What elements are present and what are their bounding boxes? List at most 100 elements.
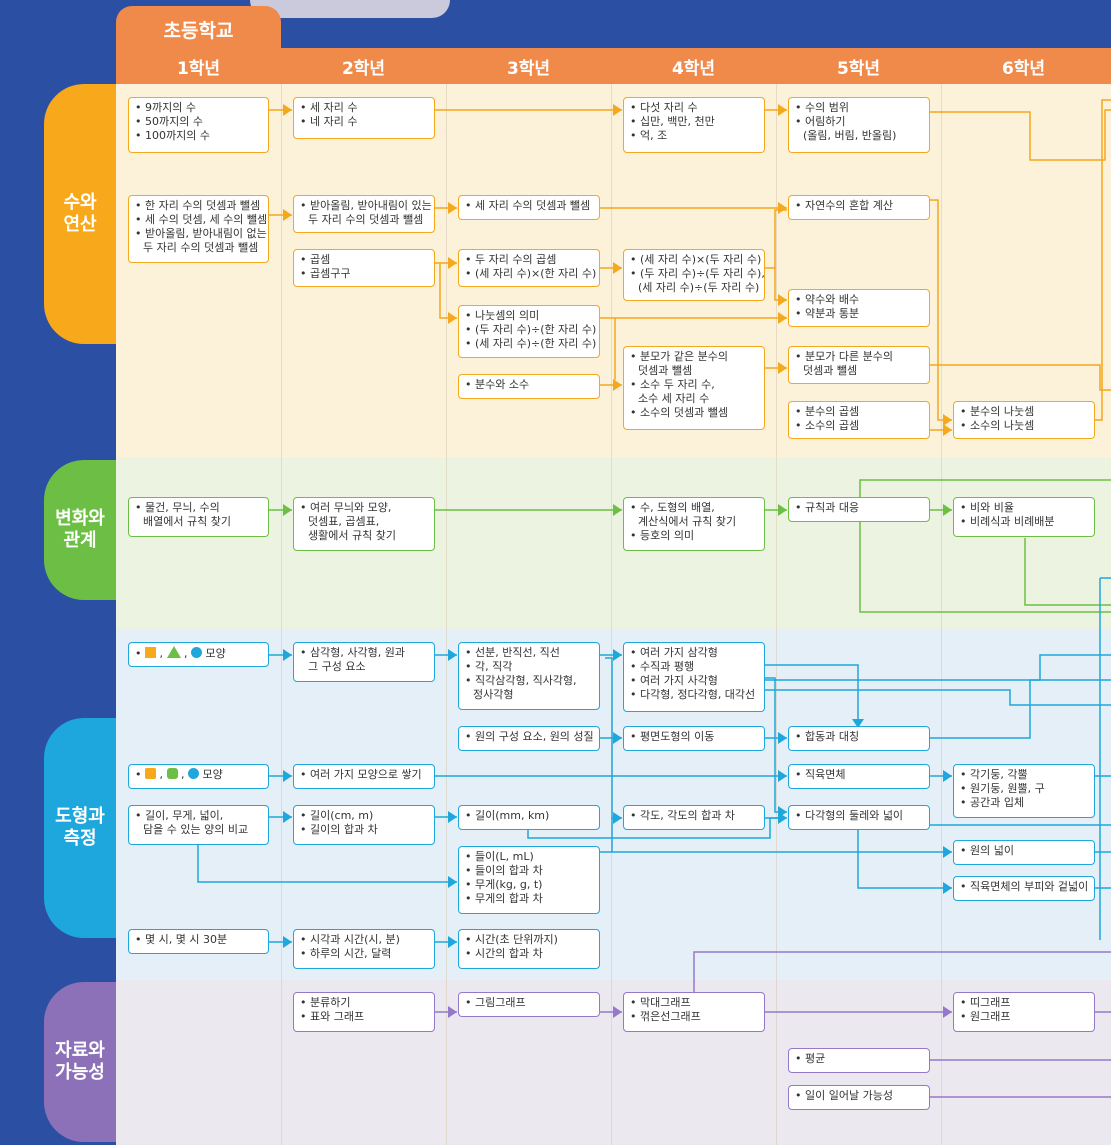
concept-item: • 분수의 나눗셈	[960, 405, 1035, 418]
concept-item: • 각기둥, 각뿔	[960, 768, 1028, 781]
concept-item: • 무게의 합과 차	[465, 892, 543, 905]
concept-item: • 막대그래프	[630, 996, 691, 1009]
concept-item: • 십만, 백만, 천만	[630, 115, 715, 128]
concept-box: • 길이, 무게, 넓이, 담을 수 있는 양의 비교	[128, 805, 269, 845]
concept-box: • 분모가 같은 분수의 덧셈과 뺄셈• 소수 두 자리 수, 소수 세 자리 …	[623, 346, 765, 430]
grade-divider	[446, 84, 447, 1145]
concept-item: • 규칙과 대응	[795, 501, 860, 514]
concept-box: • 선분, 반직선, 직선• 각, 직각• 직각삼각형, 직사각형, 정사각형	[458, 642, 600, 710]
concept-box: • 9까지의 수• 50까지의 수• 100까지의 수	[128, 97, 269, 153]
sphere-icon	[188, 768, 199, 781]
concept-box: • 곱셈• 곱셈구구	[293, 249, 435, 287]
concept-item: • 선분, 반직선, 직선	[465, 646, 560, 659]
concept-box: • 세 자리 수• 네 자리 수	[293, 97, 435, 139]
concept-item: • 원그래프	[960, 1010, 1011, 1023]
section-tab-data-probability: 자료와 가능성	[44, 982, 116, 1142]
concept-item: • 곱셈구구	[300, 267, 351, 280]
concept-item: • 여러 가지 사각형	[630, 674, 718, 687]
grade-divider	[776, 84, 777, 1145]
concept-item: • 원의 구성 요소, 원의 성질	[465, 730, 594, 743]
concept-item: • 들이(L, mL)	[465, 850, 534, 863]
concept-box: • 원의 구성 요소, 원의 성질	[458, 726, 600, 751]
grade-divider	[941, 84, 942, 1145]
concept-item: • 비와 비율	[960, 501, 1014, 514]
circle-icon	[191, 647, 202, 660]
concept-item: • 삼각형, 사각형, 원과 그 구성 요소	[300, 646, 405, 673]
concept-item: • 띠그래프	[960, 996, 1011, 1009]
concept-box: • 분수의 곱셈• 소수의 곱셈	[788, 401, 930, 439]
concept-item: • (세 자리 수)×(두 자리 수)	[630, 253, 762, 266]
concept-item: • 다각형, 정다각형, 대각선	[630, 688, 756, 701]
concept-box: • 직육면체의 부피와 겉넓이	[953, 876, 1095, 901]
concept-item: • 분모가 같은 분수의 덧셈과 뺄셈	[630, 350, 728, 377]
concept-item: • 받아올림, 받아내림이 있는 두 자리 수의 덧셈과 뺄셈	[300, 199, 432, 226]
concept-item: • 억, 조	[630, 129, 668, 142]
concept-item: • , , 모양	[135, 768, 223, 781]
school-level-tab: 초등학교	[116, 6, 281, 52]
concept-item: • 꺾은선그래프	[630, 1010, 701, 1023]
concept-box: • 길이(mm, km)	[458, 805, 600, 830]
grade-1-label: 1학년	[176, 58, 221, 79]
concept-item: • 각도, 각도의 합과 차	[630, 809, 735, 822]
concept-box: • 분모가 다른 분수의 덧셈과 뺄셈	[788, 346, 930, 384]
grade-6-label: 6학년	[1001, 58, 1046, 79]
concept-item: • 합동과 대칭	[795, 730, 860, 743]
concept-box: • 다섯 자리 수• 십만, 백만, 천만• 억, 조	[623, 97, 765, 153]
grade-3-label: 3학년	[506, 58, 551, 79]
concept-item: • 들이의 합과 차	[465, 864, 543, 877]
concept-item: • 9까지의 수	[135, 101, 196, 114]
concept-box: • 평면도형의 이동	[623, 726, 765, 751]
concept-box: • 막대그래프• 꺾은선그래프	[623, 992, 765, 1032]
concept-item: • 길이, 무게, 넓이, 담을 수 있는 양의 비교	[135, 809, 249, 836]
concept-item: • 곱셈	[300, 253, 331, 266]
concept-item: • 원의 넓이	[960, 844, 1014, 857]
concept-box: • , , 모양	[128, 642, 269, 667]
concept-box: • 여러 가지 삼각형• 수직과 평행• 여러 가지 사각형• 다각형, 정다각…	[623, 642, 765, 712]
concept-item: • (두 자리 수)÷(한 자리 수)	[465, 323, 597, 336]
concept-item: • 분수의 곱셈	[795, 405, 860, 418]
section-tab-change-relations: 변화와 관계	[44, 460, 116, 600]
section-tab-geometry-measurement: 도형과 측정	[44, 718, 116, 938]
concept-box: • 두 자리 수의 곱셈• (세 자리 수)×(한 자리 수)	[458, 249, 600, 287]
concept-box: • (세 자리 수)×(두 자리 수)• (두 자리 수)÷(두 자리 수), …	[623, 249, 765, 301]
concept-box: • 분수와 소수	[458, 374, 600, 399]
shape-icons: , ,	[145, 646, 202, 660]
concept-box: • 수, 도형의 배열, 계산식에서 규칙 찾기• 등호의 의미	[623, 497, 765, 551]
concept-item: • 수, 도형의 배열, 계산식에서 규칙 찾기	[630, 501, 737, 528]
concept-item: • 몇 시, 몇 시 30분	[135, 933, 228, 946]
concept-item: • 길이의 합과 차	[300, 823, 378, 836]
concept-item: • (두 자리 수)÷(두 자리 수), (세 자리 수)÷(두 자리 수)	[630, 267, 765, 294]
concept-item: • 시간(초 단위까지)	[465, 933, 558, 946]
grade-divider	[611, 84, 612, 1145]
concept-box: • 일이 일어날 가능성	[788, 1085, 930, 1110]
concept-item: • 여러 가지 모양으로 쌓기	[300, 768, 422, 781]
concept-box: • 평균	[788, 1048, 930, 1073]
concept-item: • 소수의 나눗셈	[960, 419, 1035, 432]
concept-item: • 여러 가지 삼각형	[630, 646, 718, 659]
concept-item: • 비례식과 비례배분	[960, 515, 1055, 528]
concept-item: • 수의 범위	[795, 101, 849, 114]
concept-item: • 직육면체의 부피와 겉넓이	[960, 880, 1089, 893]
concept-item: • 분모가 다른 분수의 덧셈과 뺄셈	[795, 350, 893, 377]
concept-box: • 합동과 대칭	[788, 726, 930, 751]
concept-item: • 나눗셈의 의미	[465, 309, 540, 322]
concept-box: • 여러 가지 모양으로 쌓기	[293, 764, 435, 789]
grade-header-bar: 1학년 2학년 3학년 4학년 5학년 6학년	[116, 48, 1111, 84]
concept-item: • 원기둥, 원뿔, 구	[960, 782, 1045, 795]
concept-box: • 약수와 배수• 약분과 통분	[788, 289, 930, 327]
concept-item-tail: 모양	[202, 647, 226, 660]
concept-item: • 시간의 합과 차	[465, 947, 543, 960]
concept-item: • 약분과 통분	[795, 307, 860, 320]
concept-box: • 시간(초 단위까지)• 시간의 합과 차	[458, 929, 600, 969]
concept-item: • 그림그래프	[465, 996, 526, 1009]
concept-box: • 삼각형, 사각형, 원과 그 구성 요소	[293, 642, 435, 682]
grade-5-label: 5학년	[836, 58, 881, 79]
shape-icons: , ,	[145, 768, 199, 781]
concept-item: • 시각과 시간(시, 분)	[300, 933, 400, 946]
concept-box: • 수의 범위• 어림하기 (올림, 버림, 반올림)	[788, 97, 930, 153]
concept-box: • 시각과 시간(시, 분)• 하루의 시간, 달력	[293, 929, 435, 969]
concept-box: • 직육면체	[788, 764, 930, 789]
concept-item: • (세 자리 수)÷(한 자리 수)	[465, 337, 597, 350]
concept-item: • 각, 직각	[465, 660, 513, 673]
